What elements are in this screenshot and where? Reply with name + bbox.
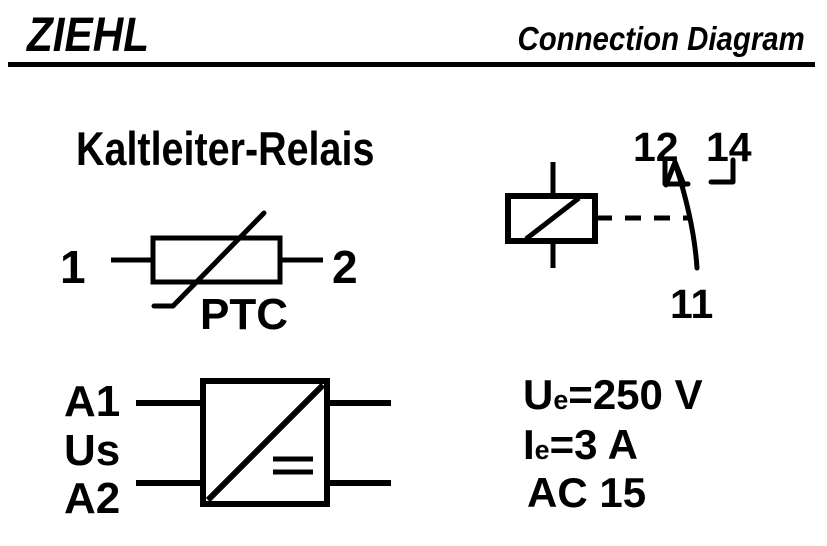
- rated-current-line: Ie=3 A: [523, 424, 638, 466]
- ue-symbol: U: [523, 371, 554, 418]
- utilization-category-label: AC 15: [527, 469, 647, 516]
- changeover-contact-icon: [662, 157, 736, 271]
- contact-terminal-12-label: 12: [633, 124, 679, 170]
- page-title: Connection Diagram: [517, 20, 805, 57]
- ue-value: =250 V: [568, 371, 703, 418]
- diagram-heading: Kaltleiter-Relais: [76, 122, 375, 175]
- ue-subscript: e: [553, 385, 569, 415]
- rated-voltage-line: Ue=250 V: [523, 374, 703, 416]
- ie-subscript: e: [534, 435, 550, 465]
- contact-terminal-11-label: 11: [670, 281, 714, 327]
- ptc-terminal-1-label: 1: [60, 241, 86, 293]
- contact-terminal-14-label: 14: [706, 124, 752, 170]
- supply-voltage-us-label: Us: [64, 426, 121, 475]
- supply-terminal-a2-label: A2: [64, 474, 121, 523]
- brand-logo: ZIEHL: [27, 9, 150, 62]
- ie-value: =3 A: [549, 421, 638, 468]
- ptc-terminal-2-label: 2: [332, 241, 358, 293]
- ptc-thermistor-icon: [111, 210, 323, 309]
- ie-symbol: I: [523, 421, 535, 468]
- supply-terminal-a1-label: A1: [64, 377, 121, 426]
- power-supply-icon: [136, 378, 391, 507]
- relay-coil-icon: [505, 162, 598, 268]
- ptc-caption: PTC: [200, 290, 288, 339]
- header-rule: [8, 62, 815, 67]
